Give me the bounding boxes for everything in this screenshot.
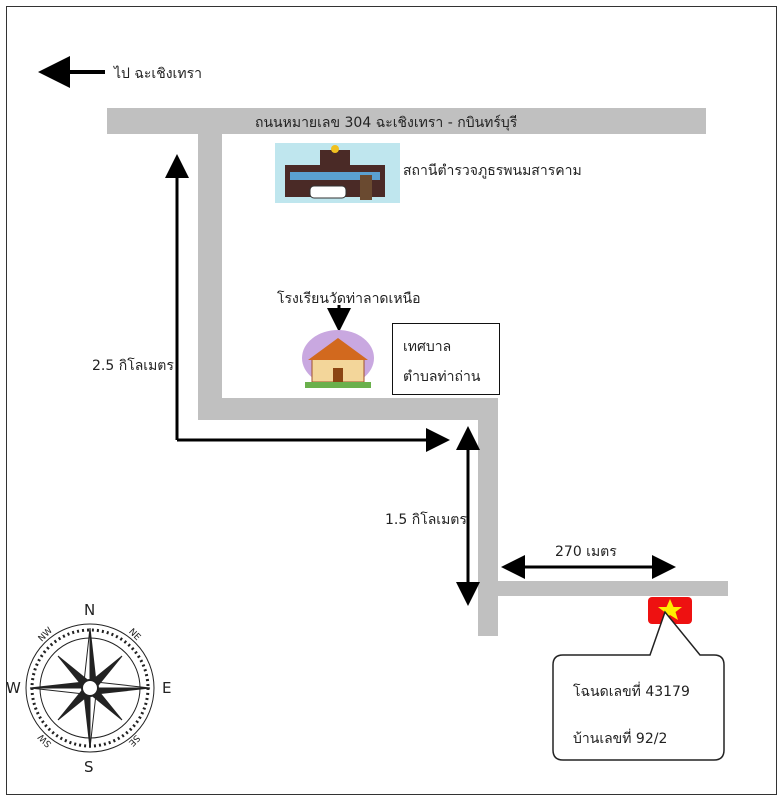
compass-s: S: [84, 758, 94, 776]
road-segment-3: [478, 398, 498, 636]
school-icon: [302, 330, 374, 388]
police-station-icon: [275, 143, 400, 203]
road-segment-4: [478, 581, 728, 596]
compass-e: E: [162, 679, 172, 697]
compass-w: W: [6, 679, 21, 697]
map-frame: [6, 6, 777, 795]
distance-label-1: 2.5 กิโลเมตร: [92, 358, 174, 374]
school-label: โรงเรียนวัดท่าลาดเหนือ: [277, 291, 421, 307]
municipality-line2: ตำบลท่าถ่าน: [403, 369, 481, 385]
main-road: [107, 108, 706, 134]
compass-n: N: [84, 601, 96, 619]
main-road-label: ถนนหมายเลข 304 ฉะเชิงเทรา - กบินทร์บุรี: [255, 115, 518, 131]
deed-number: โฉนดเลขที่ 43179: [573, 684, 690, 700]
compass-rose-icon: [25, 623, 155, 753]
house-number: บ้านเลขที่ 92/2: [573, 731, 668, 747]
direction-label: ไป ฉะเชิงเทรา: [114, 66, 202, 82]
distance-label-3: 270 เมตร: [555, 544, 617, 560]
distance-label-2: 1.5 กิโลเมตร: [385, 512, 467, 528]
road-segment-2: [198, 398, 498, 420]
police-station-label: สถานีตำรวจภูธรพนมสารคาม: [403, 163, 582, 179]
road-segment-1: [198, 134, 222, 420]
municipality-box: เทศบาล ตำบลท่าถ่าน: [392, 323, 500, 395]
municipality-line1: เทศบาล: [403, 339, 452, 355]
callout-bubble: [552, 610, 725, 761]
